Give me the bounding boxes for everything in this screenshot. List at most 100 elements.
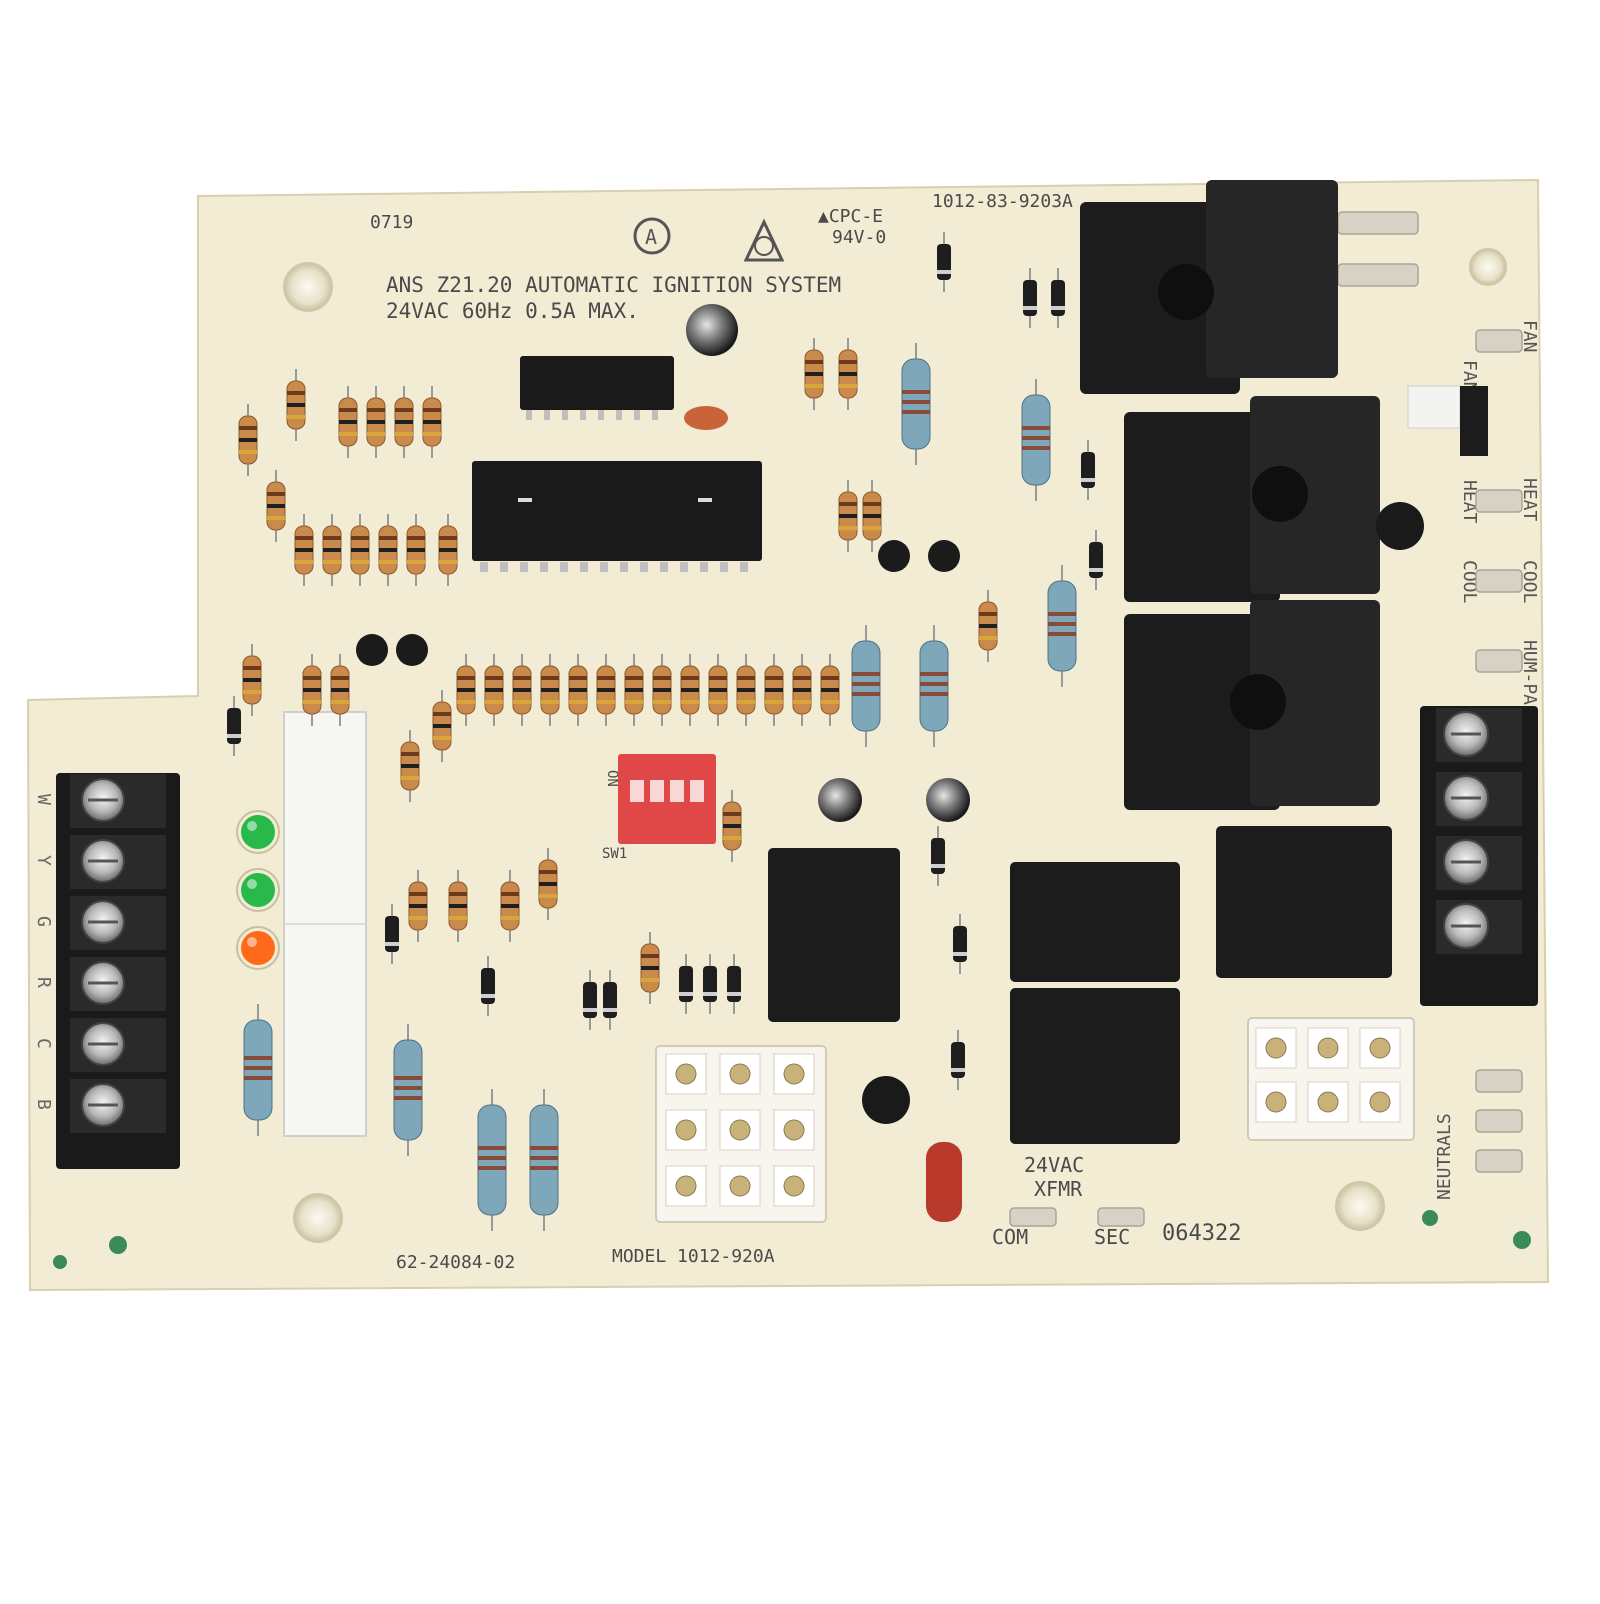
resistor-band — [597, 700, 615, 704]
resistor-band — [1048, 632, 1076, 636]
diode-band — [727, 992, 741, 996]
fuse — [926, 1142, 962, 1222]
resistor-band — [303, 700, 321, 704]
title-line-1: ANS Z21.20 AUTOMATIC IGNITION SYSTEM — [386, 273, 841, 297]
resistor-band — [439, 560, 457, 564]
resistor-band — [407, 548, 425, 552]
resistor-band — [839, 372, 857, 376]
fan-label-2: FAN — [1519, 320, 1540, 353]
resistor-band — [839, 360, 857, 364]
diode-band — [385, 942, 399, 946]
resistor-band — [530, 1166, 558, 1170]
resistor-band — [863, 502, 881, 506]
resistor-band — [852, 672, 880, 676]
resistor-band — [821, 688, 839, 692]
sw1-label: SW1 — [602, 846, 627, 862]
resistor-band — [485, 676, 503, 680]
resistor-band — [709, 688, 727, 692]
diode-band — [931, 864, 945, 868]
resistor-band — [367, 432, 385, 436]
resistor-band — [303, 688, 321, 692]
dip-switch — [618, 754, 716, 844]
ic-pin — [616, 410, 622, 420]
resistor-band — [295, 536, 313, 540]
diode — [227, 708, 241, 744]
diode — [679, 966, 693, 1002]
diode — [703, 966, 717, 1002]
ic-pin — [700, 562, 708, 572]
date-code: 064322 — [1162, 1221, 1241, 1246]
resistor-band — [681, 676, 699, 680]
resistor-band — [513, 688, 531, 692]
resistor-band — [401, 752, 419, 756]
resistor-band — [737, 700, 755, 704]
diode — [1051, 280, 1065, 316]
resistor-band — [407, 536, 425, 540]
resistor-band — [805, 372, 823, 376]
resistor-band — [513, 676, 531, 680]
diode-band — [951, 1068, 965, 1072]
resistor-band — [765, 688, 783, 692]
ic-pins — [480, 410, 748, 572]
aga-logo — [743, 218, 785, 262]
resistor-band — [439, 548, 457, 552]
pin-icon — [729, 1175, 751, 1197]
pin-icon — [729, 1119, 751, 1141]
ic-pin — [500, 562, 508, 572]
diode-band — [703, 992, 717, 996]
right-edge-labels: FAN FAN HEAT HEAT COOL COOL HUM-PAI NEUT… — [1434, 320, 1540, 1200]
title-line-2: 24VAC 60Hz 0.5A MAX. — [386, 299, 639, 323]
resistor-band — [641, 954, 659, 958]
resistor-band — [852, 692, 880, 696]
resistor-band — [331, 688, 349, 692]
resistor-band — [1048, 622, 1076, 626]
resistor-band — [287, 391, 305, 395]
resistor-band — [295, 560, 313, 564]
resistor-band — [267, 492, 285, 496]
resistor-band — [457, 700, 475, 704]
resistor-band — [653, 700, 671, 704]
resistor-band — [863, 526, 881, 530]
resistor-band — [478, 1146, 506, 1150]
resistor-band — [439, 536, 457, 540]
resistor-band — [805, 384, 823, 388]
tan-resistors — [238, 338, 998, 1004]
resistor-band — [920, 682, 948, 686]
resistor-band — [485, 688, 503, 692]
ic-pin — [640, 562, 648, 572]
diode — [1089, 542, 1103, 578]
silkscreen: 0719 ANS Z21.20 AUTOMATIC IGNITION SYSTE… — [370, 191, 1241, 1273]
resistor-band — [457, 688, 475, 692]
resistor-band — [723, 812, 741, 816]
ic-pin — [660, 562, 668, 572]
neutrals-label: NEUTRALS — [1434, 1113, 1455, 1200]
resistor-band — [681, 700, 699, 704]
resistor-band — [979, 624, 997, 628]
resistor-band — [625, 700, 643, 704]
resistor-band — [407, 560, 425, 564]
ic-pin — [562, 410, 568, 420]
resistor-band — [839, 526, 857, 530]
resistor-band — [449, 892, 467, 896]
resistor-band — [323, 536, 341, 540]
diode-band — [227, 734, 241, 738]
resistor-band — [920, 692, 948, 696]
flame-rating-1: ▲CPC-E — [818, 206, 883, 227]
xfmr-label-1: 24VAC — [1024, 1153, 1084, 1177]
status-led-icon — [241, 873, 275, 907]
resistor-band — [239, 438, 257, 442]
resistor-band — [501, 916, 519, 920]
spade-terminals — [1009, 211, 1523, 1227]
led-outline — [236, 868, 280, 912]
resistor-band — [539, 870, 557, 874]
resistor-band — [709, 676, 727, 680]
relay-heat — [1124, 412, 1280, 602]
resistor-band — [409, 904, 427, 908]
resistor-band — [478, 1166, 506, 1170]
resistor-band — [379, 560, 397, 564]
resistor-band — [379, 536, 397, 540]
terminal-label: Y — [33, 855, 54, 866]
resistor-band — [433, 736, 451, 740]
resistor-band — [351, 536, 369, 540]
